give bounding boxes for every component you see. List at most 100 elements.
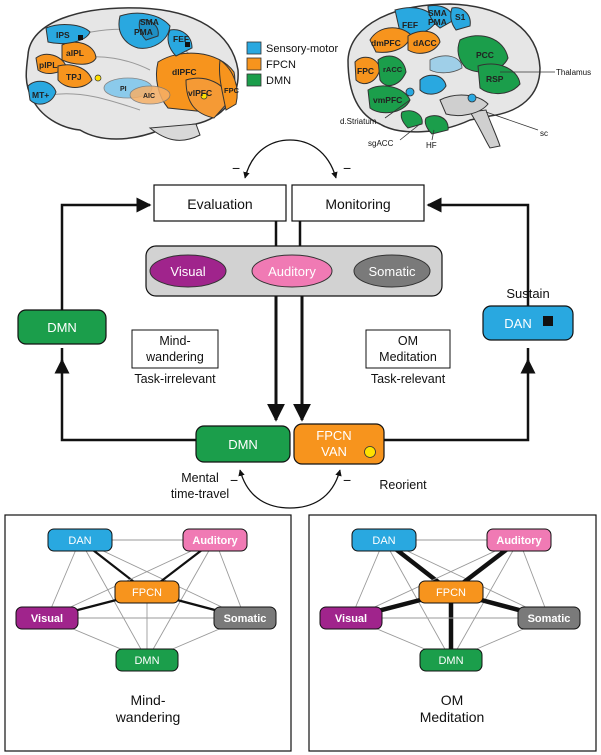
- auditory-node: [251, 254, 333, 288]
- mind-box-line-1: Mind-: [159, 334, 190, 348]
- network-node-fpcn: [114, 580, 180, 604]
- dmn-bottom-label: DMN: [228, 437, 258, 452]
- minus-fpcn-bottom: −: [343, 472, 351, 488]
- lateral-label-aic: AIC: [143, 93, 155, 100]
- lateral-label-vlpfc: vlPFC: [188, 88, 212, 98]
- top-curved-arrow: [243, 139, 338, 179]
- fpcn-van-node: [293, 423, 385, 465]
- brain-medial-view: [347, 3, 555, 149]
- evaluation-box: [153, 184, 287, 222]
- dan-right-label: DAN: [504, 316, 531, 331]
- lateral-label-dlpfc: dlPFC: [172, 67, 197, 77]
- medial-label-fef: FEF: [402, 20, 418, 30]
- network-node-dan: [47, 528, 113, 552]
- medial-label-pcc: PCC: [476, 50, 494, 60]
- network-node-label: Somatic: [224, 613, 267, 625]
- lateral-label-pma: PMA: [134, 27, 153, 37]
- right-loop-upper: [426, 197, 530, 306]
- network-node-somatic: [517, 606, 581, 630]
- om-box-line-2: Meditation: [379, 350, 437, 364]
- medial-label-hf: HF: [426, 141, 437, 150]
- network-edge: [518, 539, 550, 619]
- network-node-label: DAN: [68, 535, 91, 547]
- medial-label-thalamus: Thalamus: [556, 68, 591, 77]
- fpcn-bottom-line-1: FPCN: [316, 428, 351, 443]
- medial-label-sgacc: sgACC: [368, 139, 394, 148]
- network-edge: [350, 539, 385, 619]
- network-node-fpcn: [418, 580, 484, 604]
- minus-dmn-bottom: −: [230, 472, 238, 488]
- panel-left-caption-1: Mind-: [130, 692, 165, 708]
- brain-medial-labels: SMA PMA FEF S1 dmPFC dACC PCC RSP FPC rA…: [340, 8, 591, 150]
- om-meditation-box: [365, 329, 451, 369]
- legend-swatch-sensory-motor: [246, 41, 262, 55]
- medial-label-vmpfc: vmPFC: [373, 95, 402, 105]
- network-edge: [46, 539, 81, 619]
- medial-label-rsp: RSP: [486, 74, 504, 84]
- bottom-curved-arrow: [238, 469, 342, 509]
- network-edge: [214, 539, 246, 619]
- panel-right-caption-2: Meditation: [420, 709, 485, 725]
- network-node-auditory: [486, 528, 552, 552]
- lateral-label-fpc: FPC: [224, 86, 240, 95]
- visual-node: [149, 254, 227, 288]
- medial-label-sma: SMA: [428, 8, 447, 18]
- legend-label-fpcn: FPCN: [266, 59, 296, 71]
- brain-lateral-view: [25, 7, 239, 141]
- lateral-label-pipl: pIPL: [39, 60, 57, 70]
- mind-wandering-box: [131, 329, 219, 369]
- mental-label-line-1: Mental: [181, 471, 219, 485]
- lateral-label-sma: SMA: [140, 17, 159, 27]
- sustain-label: Sustain: [506, 286, 549, 301]
- somatic-node: [353, 254, 431, 288]
- legend-label-sensory-motor: Sensory-motor: [266, 43, 338, 55]
- medial-label-sc: sc: [540, 129, 548, 138]
- dan-right-node: [482, 305, 574, 341]
- evaluation-label: Evaluation: [187, 196, 252, 212]
- panel-left-caption-2: wandering: [115, 709, 181, 725]
- legend-swatch-dmn: [246, 73, 262, 87]
- network-node-label: DMN: [134, 655, 159, 667]
- lateral-label-pi: PI: [120, 86, 127, 93]
- minus-evaluation: −: [232, 160, 240, 176]
- om-box-line-1: OM: [398, 334, 418, 348]
- mind-box-line-2: wandering: [145, 350, 204, 364]
- network-node-visual: [319, 606, 383, 630]
- reorient-label: Reorient: [379, 478, 427, 492]
- legend: Sensory-motor FPCN DMN: [246, 41, 338, 87]
- medial-label-dmpfc: dmPFC: [371, 38, 401, 48]
- network-node-label: FPCN: [436, 587, 466, 599]
- medial-label-dacc: dACC: [413, 38, 437, 48]
- medial-label-pma: PMA: [428, 17, 447, 27]
- medial-label-racc: rACC: [383, 65, 403, 74]
- network-node-label: Visual: [335, 613, 367, 625]
- fpcn-bottom-line-2: VAN: [321, 444, 347, 459]
- legend-label-dmn: DMN: [266, 75, 291, 87]
- somatic-label: Somatic: [369, 264, 416, 279]
- medial-label-dstriatum: d.Striatum: [340, 117, 377, 126]
- brain-lateral-labels: SMA PMA FEF IPS aIPL pIPL TPJ MT+ PI AIC…: [32, 17, 240, 100]
- minus-monitoring: −: [343, 160, 351, 176]
- lateral-label-aipl: aIPL: [66, 48, 84, 58]
- panel-left-frame: [4, 514, 292, 752]
- van-yellow-marker: [364, 446, 376, 458]
- lateral-label-mt: MT+: [32, 90, 49, 100]
- network-node-somatic: [213, 606, 277, 630]
- dmn-left-node: [17, 309, 107, 345]
- visual-label: Visual: [170, 264, 205, 279]
- lateral-label-fef: FEF: [173, 34, 189, 44]
- network-node-visual: [15, 606, 79, 630]
- network-node-label: FPCN: [132, 587, 162, 599]
- network-node-dmn: [115, 648, 179, 672]
- legend-swatch-fpcn: [246, 57, 262, 71]
- monitoring-box: [291, 184, 425, 222]
- medial-label-fpc: FPC: [357, 66, 374, 76]
- network-node-label: DMN: [438, 655, 463, 667]
- network-node-dmn: [419, 648, 483, 672]
- dmn-bottom-node: [195, 425, 291, 463]
- network-node-label: Auditory: [496, 535, 542, 547]
- auditory-label: Auditory: [268, 264, 316, 279]
- right-loop-lower: [382, 348, 530, 442]
- network-node-label: Auditory: [192, 535, 238, 547]
- network-node-label: Visual: [31, 613, 63, 625]
